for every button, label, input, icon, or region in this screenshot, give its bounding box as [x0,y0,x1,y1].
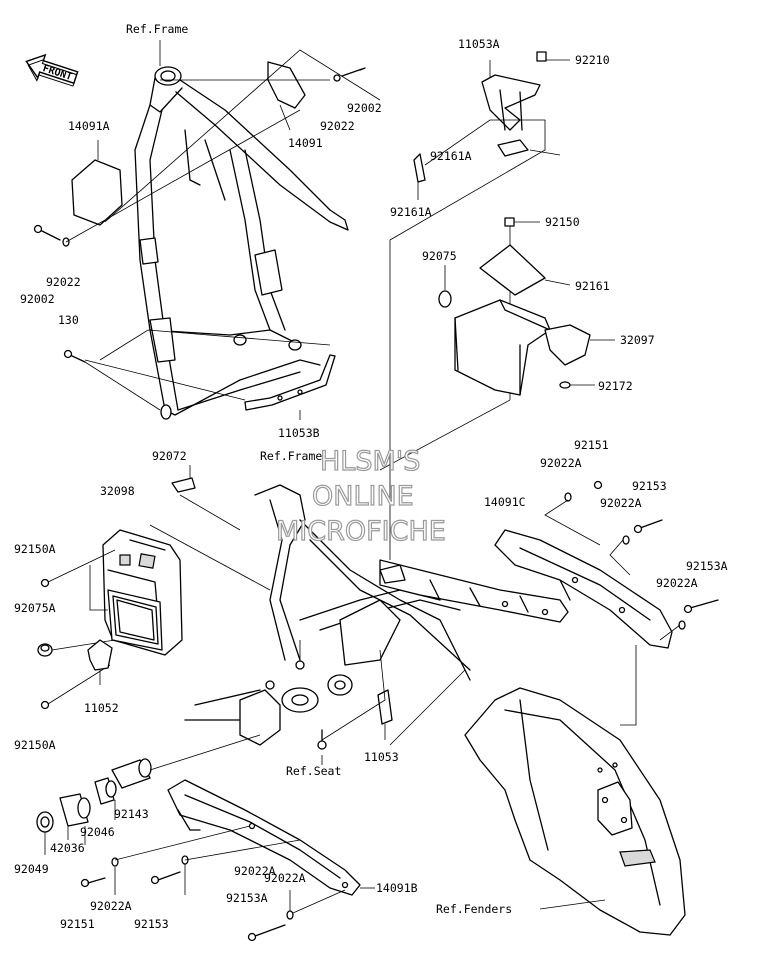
right-bracket-drawing [494,480,719,726]
label-92153-b: 92153 [134,917,169,931]
label-11053: 11053 [364,750,399,764]
label-32097: 32097 [620,333,655,347]
label-92153-right: 92153 [632,479,667,493]
label-ref-seat: Ref.Seat [286,764,341,778]
label-32098: 32098 [100,484,135,498]
label-92022A-r1: 92022A [540,456,582,470]
battery-case-drawing [379,217,615,471]
label-92022A-b3: 92022A [90,899,132,913]
side-cover-drawing [37,529,183,710]
collars-drawing [36,734,261,855]
label-92022A-b1: 92022A [234,864,276,878]
label-92046: 92046 [80,825,115,839]
label-92150A-2: 92150A [14,738,56,752]
rear-fender-drawing [464,687,686,936]
watermark-line-2: ONLINE [312,481,414,512]
label-130: 130 [58,313,79,327]
label-ref-frame-top: Ref.Frame [126,22,188,36]
label-92072: 92072 [152,449,187,463]
label-92022-top: 92022 [320,119,355,133]
label-14091: 14091 [288,136,323,150]
label-92161A-1: 92161A [430,149,472,163]
label-11053B: 11053B [278,426,320,440]
watermark-line-1: HLSM'S [320,446,420,477]
callout-labels: Ref.Frame 11053A 92210 92002 92022 14091… [14,22,728,931]
label-92150A-1: 92150A [14,542,56,556]
label-ref-fenders: Ref.Fenders [436,902,512,916]
label-42036: 42036 [50,841,85,855]
battery-bracket-drawing [389,51,570,560]
label-92172: 92172 [598,379,633,393]
label-92022A-b2: 92022A [264,871,306,885]
label-14091C: 14091C [484,495,526,509]
label-14091B: 14091B [376,881,418,895]
watermark-line-3: MICROFICHE [276,516,446,547]
label-ref-frame-mid: Ref.Frame [260,449,322,463]
watermark: HLSM'S ONLINE MICROFICHE [275,445,446,547]
label-92022-left: 92022 [46,275,81,289]
label-92161: 92161 [575,279,610,293]
label-92210: 92210 [575,53,610,67]
lower-bracket-drawing [80,779,375,942]
label-92075: 92075 [422,249,457,263]
label-92002-top: 92002 [347,101,382,115]
middle-frame-drawing [149,465,569,765]
label-92022A-r2: 92022A [600,496,642,510]
front-arrow-icon: FRONT [25,53,79,87]
label-92002-left: 92002 [20,292,55,306]
label-11052: 11052 [84,701,119,715]
label-92150: 92150 [545,215,580,229]
label-92151-right: 92151 [574,438,609,452]
label-92153A-right: 92153A [686,559,728,573]
upper-frame-drawing [33,40,381,420]
label-92161A-2: 92161A [390,205,432,219]
label-14091A: 14091A [68,119,110,133]
label-92049: 92049 [14,862,49,876]
label-92022A-r3: 92022A [656,576,698,590]
label-92151-b: 92151 [60,917,95,931]
label-11053A: 11053A [458,37,500,51]
label-92143: 92143 [114,807,149,821]
label-92153A-b: 92153A [226,891,268,905]
label-92075A: 92075A [14,601,56,615]
